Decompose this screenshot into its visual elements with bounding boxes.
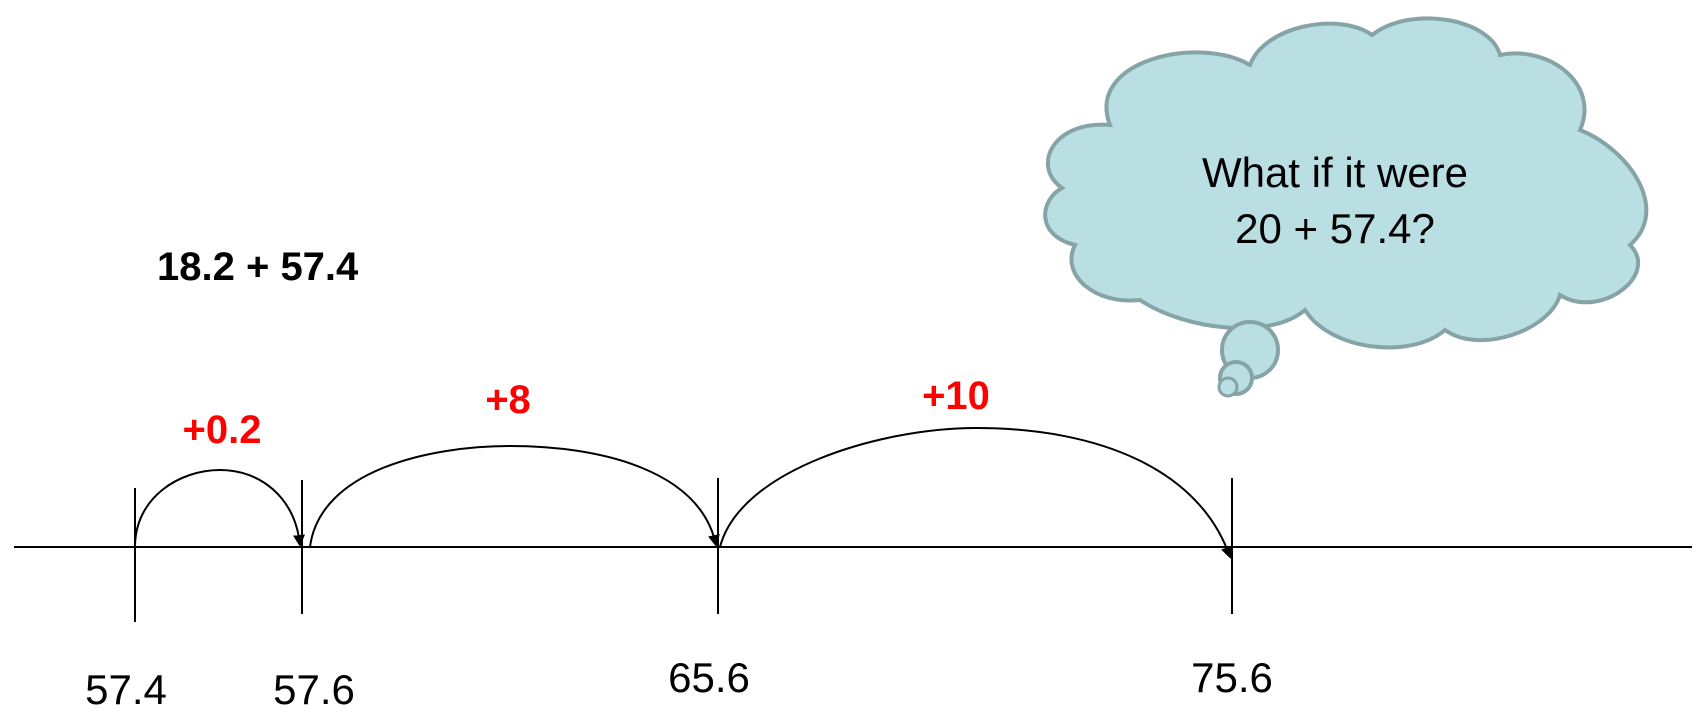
- jump-label-0-2: +0.2: [182, 408, 262, 452]
- thought-bubble-line-2: 20 + 57.4?: [1235, 205, 1435, 252]
- jump-arc-0-2: [134, 468, 305, 548]
- cloud-shape: [1043, 16, 1649, 350]
- tick-label-57-4: 57.4: [85, 666, 167, 713]
- problem-expression: 18.2 + 57.4: [157, 245, 359, 289]
- tick-label-57-6: 57.6: [273, 666, 355, 713]
- thought-bubble-line-1: What if it were: [1201, 149, 1469, 196]
- tick-label-75-6: 75.6: [1191, 654, 1273, 701]
- tick-label-65-6: 65.6: [668, 654, 750, 701]
- thought-bubble-text: What if it were 20 + 57.4?: [1145, 145, 1525, 257]
- jump-arc-10: [719, 426, 1233, 559]
- cloud-bubble-small: [1217, 376, 1239, 398]
- jump-label-8: +8: [485, 378, 531, 422]
- jump-arc-8: [309, 444, 720, 548]
- thought-cloud: [1043, 16, 1649, 398]
- jump-label-10: +10: [922, 374, 990, 418]
